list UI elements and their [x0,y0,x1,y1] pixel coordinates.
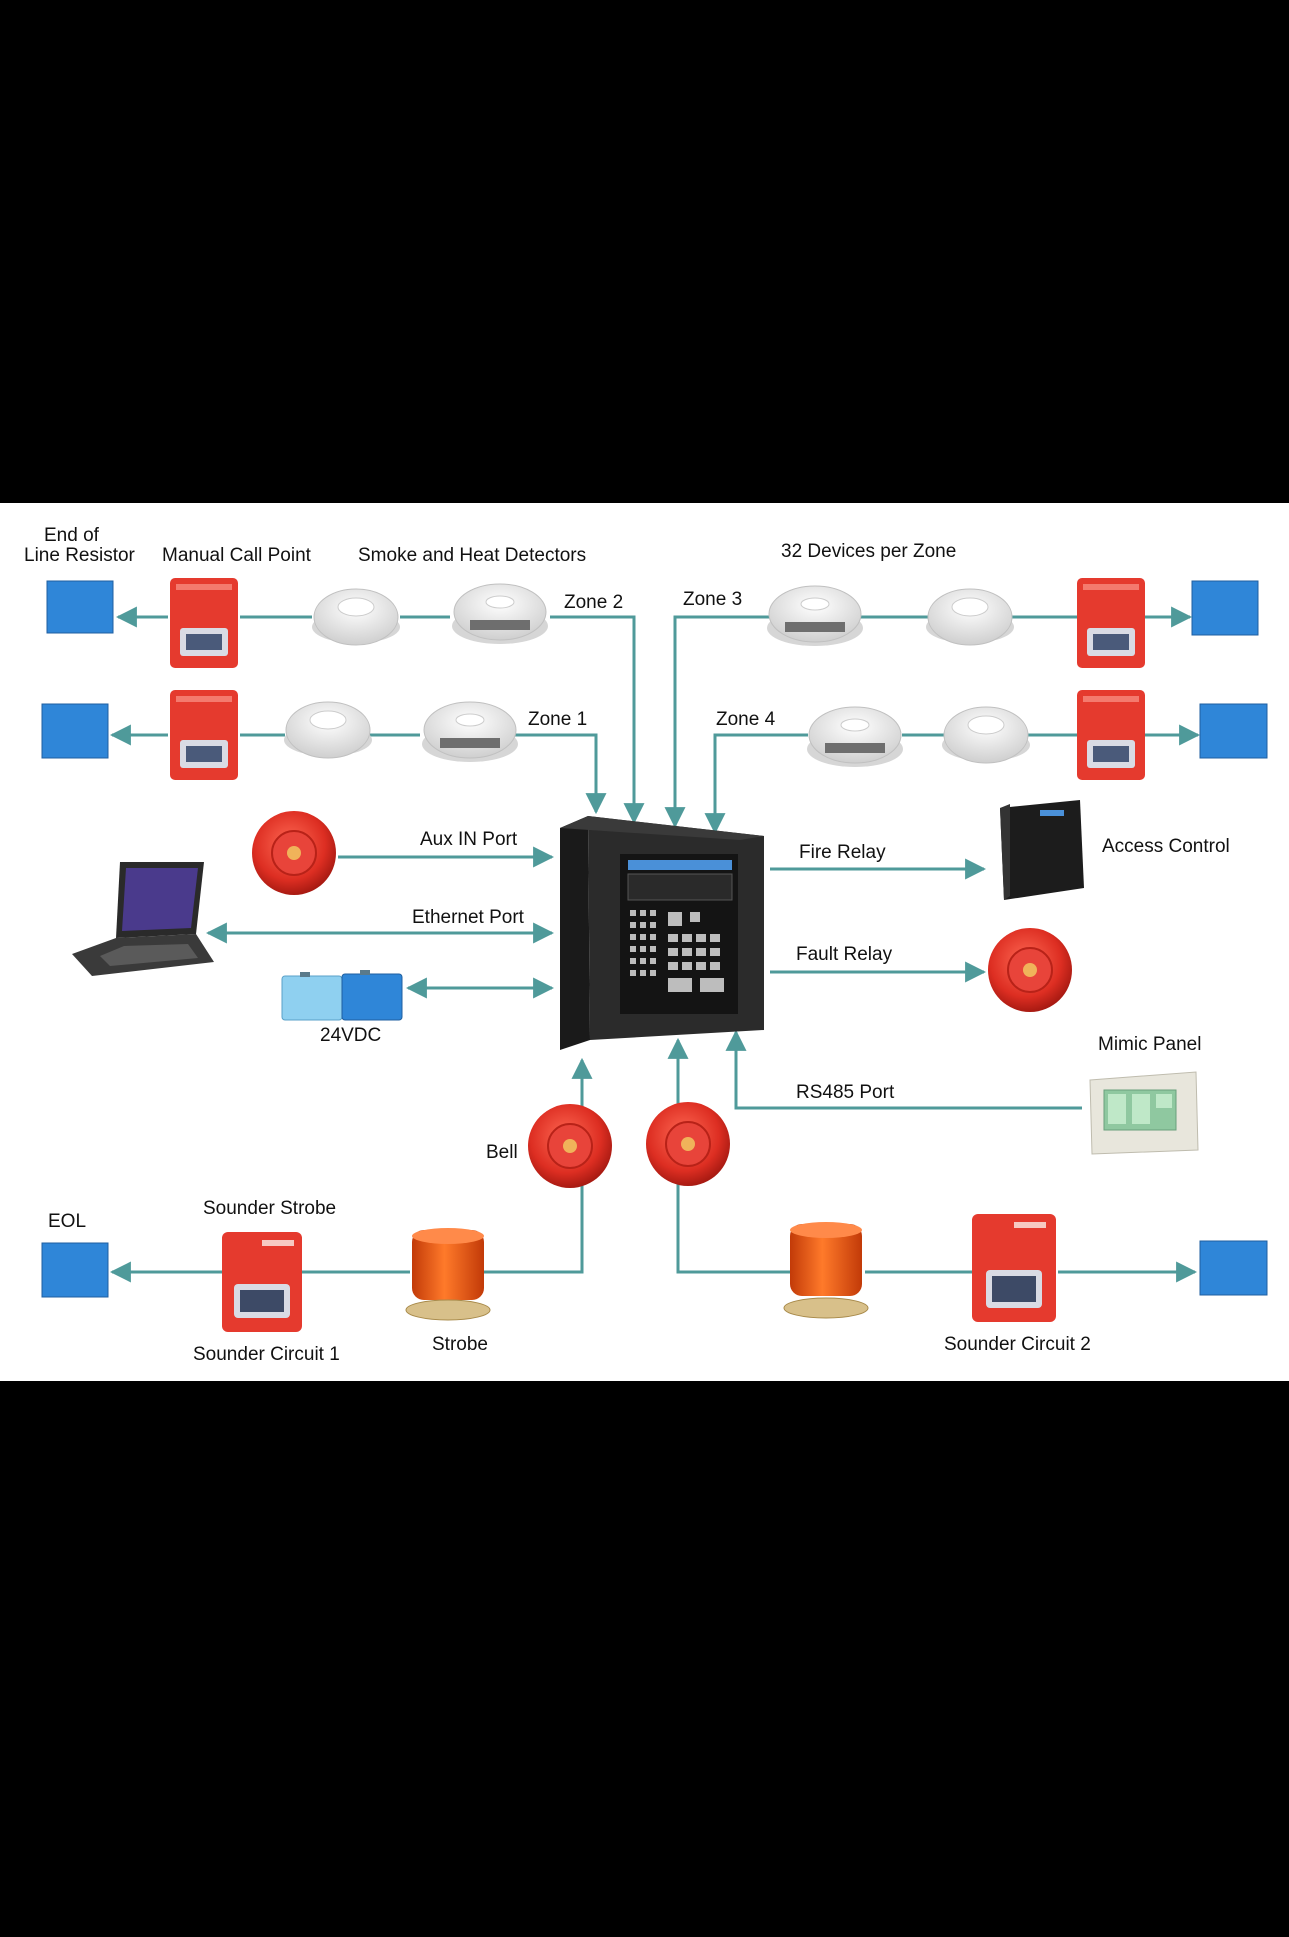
label-zone-1: Zone 1 [528,709,587,730]
smoke-detector-icon [284,583,1030,767]
access-control-unit-icon [1000,800,1084,900]
zone2-line-to-panel [550,615,645,825]
rs485-line [725,1029,1082,1110]
label-rs485-port: RS485 Port [796,1082,895,1103]
fire-bell-icon [252,811,1072,1188]
label-line-resistor: Line Resistor [24,545,136,566]
label-sounder-circuit-2: Sounder Circuit 2 [944,1334,1091,1355]
label-strobe: Strobe [432,1334,488,1355]
strobe-beacon-icon [405,1222,869,1321]
label-zone-2: Zone 2 [564,592,623,613]
mimic-panel-icon [1089,1071,1199,1155]
zone1-line-to-panel [515,733,607,815]
label-zone-3: Zone 3 [683,589,742,610]
sounder-strobe-icon [222,1214,1056,1332]
fire-alarm-control-panel-icon [560,816,764,1050]
labels: End of Line Resistor Manual Call Point S… [24,525,1230,1365]
manual-call-point-icon [170,578,1145,780]
label-access-control: Access Control [1102,836,1230,857]
eol-resistor-icon [41,580,1268,1298]
label-devices-per-zone: 32 Devices per Zone [781,541,956,562]
zone4-line-to-panel [704,733,808,835]
label-end-of-line: End of [44,525,100,546]
label-eol: EOL [48,1211,86,1232]
label-mimic-panel: Mimic Panel [1098,1034,1201,1055]
label-fault-relay: Fault Relay [796,944,893,965]
label-ethernet-port: Ethernet Port [412,907,525,928]
label-manual-call-point: Manual Call Point [162,545,312,566]
label-bell: Bell [486,1142,518,1163]
laptop-icon [72,862,214,976]
label-fire-relay: Fire Relay [799,842,886,863]
label-24vdc: 24VDC [320,1025,381,1046]
label-aux-in-port: Aux IN Port [420,829,518,850]
label-smoke-heat-detectors: Smoke and Heat Detectors [358,545,586,566]
label-sounder-strobe: Sounder Strobe [203,1198,336,1219]
label-zone-4: Zone 4 [716,709,776,730]
label-sounder-circuit-1: Sounder Circuit 1 [193,1344,340,1365]
zone3-line-to-panel [664,615,770,829]
battery-icon [281,970,403,1021]
